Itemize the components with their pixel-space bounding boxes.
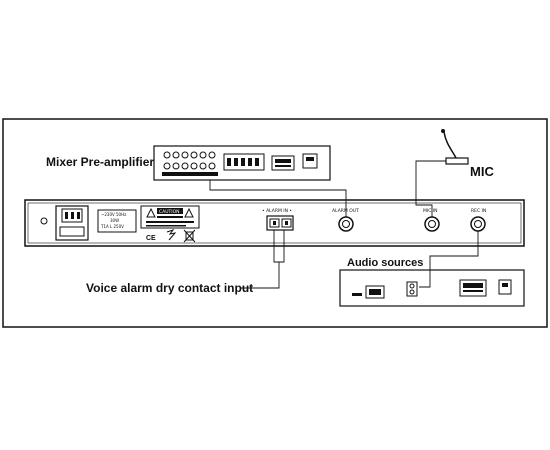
source-power-inlet bbox=[498, 279, 512, 295]
caution-text: CAUTION bbox=[159, 209, 180, 215]
source-rca-outputs bbox=[406, 281, 418, 297]
crossed-bin-icon bbox=[183, 229, 196, 243]
source-label-plate bbox=[459, 279, 487, 297]
voltage-rating-plate: ~230V 50Hz 30W T1A L 250V bbox=[97, 209, 137, 233]
rec-in-label: REC IN bbox=[471, 208, 486, 214]
audio-sources-label: Audio sources bbox=[347, 257, 423, 269]
alarm-in-terminal bbox=[266, 215, 294, 231]
warning-triangle-icon bbox=[146, 207, 156, 218]
alarm-out-label: ALARM OUT bbox=[332, 208, 359, 214]
wire-mic-to-mic-in bbox=[415, 160, 446, 217]
wire-alarm-to-label bbox=[240, 262, 280, 289]
wire-rec-in-to-source bbox=[419, 231, 479, 288]
voltage-line-3: T1A L 250V bbox=[100, 224, 124, 229]
mixer-output-terminals bbox=[223, 153, 265, 171]
gooseneck-microphone-icon bbox=[441, 129, 469, 165]
voltage-line-1: ~230V 50Hz bbox=[101, 212, 126, 217]
mixer-power-inlet bbox=[302, 153, 318, 169]
diagram-frame bbox=[2, 118, 548, 328]
ce-mark-icon: CE bbox=[146, 235, 156, 242]
rear-panel: ~230V 50Hz 30W T1A L 250V CAUTION CE • A… bbox=[24, 199, 525, 247]
certification-icon bbox=[166, 229, 177, 241]
voltage-line-2: 30W bbox=[110, 218, 119, 223]
mixer-preamplifier-device bbox=[153, 145, 331, 181]
source-switch bbox=[352, 293, 362, 296]
mic-in-label: MIC IN bbox=[423, 208, 437, 214]
alarm-in-label: • ALARM IN • bbox=[262, 208, 292, 214]
warning-triangle-icon bbox=[184, 207, 194, 218]
mixer-input-connectors bbox=[162, 151, 218, 176]
voice-alarm-label: Voice alarm dry contact input bbox=[86, 281, 253, 295]
mic-label: MIC bbox=[470, 164, 494, 179]
mixer-label-plate bbox=[271, 155, 295, 171]
connection-wires bbox=[209, 160, 479, 289]
audio-sources-device bbox=[339, 269, 525, 307]
mixer-preamplifier-label: Mixer Pre-amplifier bbox=[46, 155, 154, 169]
source-output-connector bbox=[365, 285, 385, 299]
wire-mixer-to-alarm-out bbox=[209, 180, 347, 217]
caution-label: CAUTION bbox=[140, 205, 200, 229]
power-inlet-icon bbox=[40, 205, 89, 241]
